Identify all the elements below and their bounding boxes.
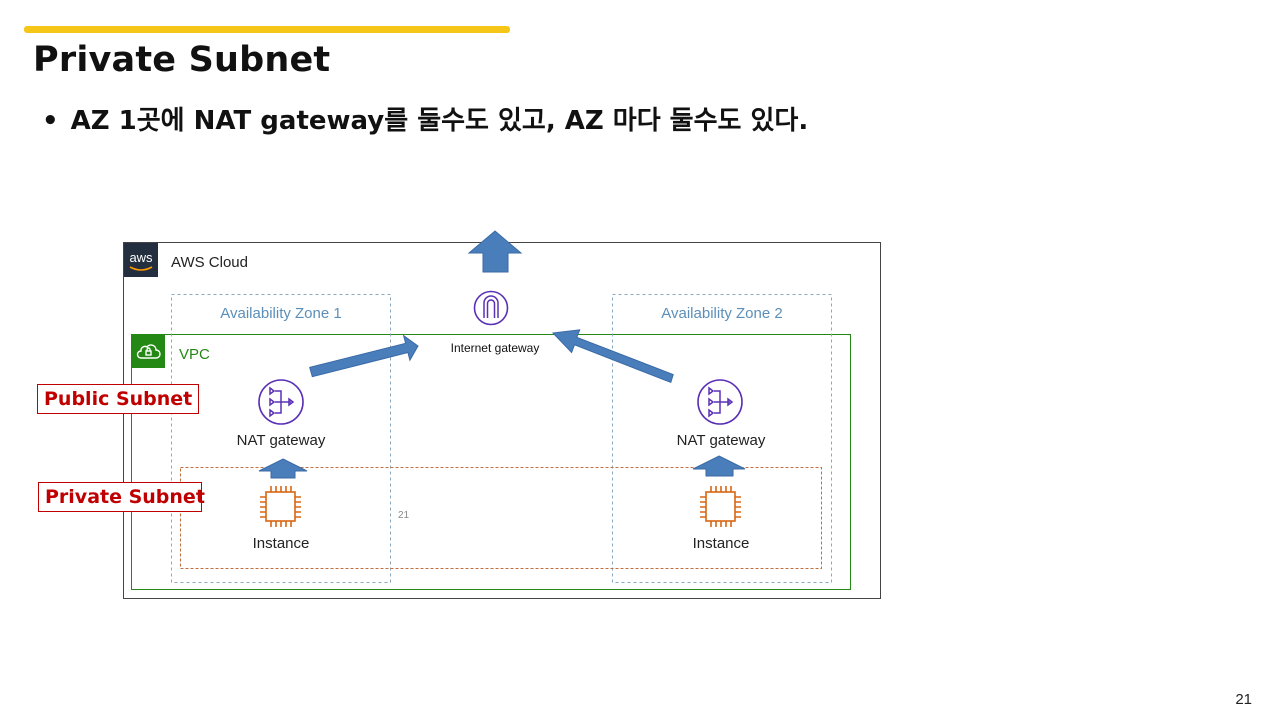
instance2-to-nat2-arrow: [692, 455, 746, 477]
nat1-to-igw-arrow: [309, 334, 419, 378]
inner-page-marker: 21: [398, 510, 410, 521]
bullet-dot: •: [42, 106, 59, 136]
instance1-to-nat1-arrow: [258, 458, 308, 479]
private-subnet-tag: Private Subnet: [38, 482, 205, 512]
bullet-text: AZ 1곳에 NAT gateway를 둘수도 있고, AZ 마다 둘수도 있다…: [70, 106, 809, 136]
vpc-label: VPC: [179, 346, 210, 363]
internet-up-arrow: [467, 230, 523, 273]
instance-2-chip-icon: [700, 486, 741, 527]
internet-gateway-label: Internet gateway: [451, 341, 540, 355]
nat-gateway-1-icon: [258, 379, 304, 425]
page-number: 21: [1235, 691, 1252, 708]
nat-gateway-2-icon: [697, 379, 743, 425]
private-subnet-area: [180, 467, 822, 569]
nat-gateway-1-glyph-icon: [269, 386, 295, 418]
az2-label: Availability Zone 2: [661, 305, 782, 322]
vpc-boundary: [131, 334, 851, 590]
instance-1-label: Instance: [253, 535, 310, 552]
nat-gateway-2-glyph-icon: [708, 386, 734, 418]
aws-cloud-label: AWS Cloud: [171, 254, 248, 271]
aws-logo: [124, 243, 158, 277]
bullet-point: • AZ 1곳에 NAT gateway를 둘수도 있고, AZ 마다 둘수도 있…: [42, 100, 808, 137]
internet-gateway-arch-icon: [483, 295, 499, 318]
title-accent-bar: [24, 26, 510, 33]
nat-gateway-2-label: NAT gateway: [677, 432, 766, 449]
nat2-to-igw-arrow: [551, 329, 674, 384]
aws-smile-icon: [129, 266, 153, 271]
public-subnet-tag: Public Subnet: [37, 384, 199, 414]
az2-boundary: [612, 294, 832, 583]
aws-logo-text: aws: [129, 250, 153, 265]
vpc-cloud-lock-icon: [136, 344, 161, 359]
instance-1-chip-icon: [260, 486, 301, 527]
internet-gateway-icon: [473, 290, 509, 326]
slide-title: Private Subnet: [33, 40, 331, 80]
nat-gateway-1-label: NAT gateway: [237, 432, 326, 449]
az1-label: Availability Zone 1: [220, 305, 341, 322]
instance-2-label: Instance: [693, 535, 750, 552]
az1-boundary: [171, 294, 391, 583]
